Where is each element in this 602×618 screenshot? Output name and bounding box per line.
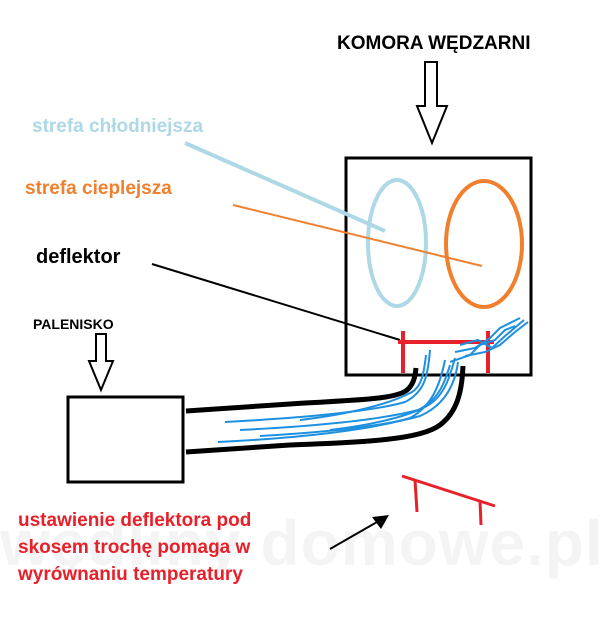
smoke-flow — [217, 317, 529, 443]
watermark: wędliny domowe.pl — [0, 507, 602, 579]
slanted-deflector — [401, 474, 496, 526]
warm-pointer-line — [232, 204, 483, 267]
warm-zone-ellipse — [444, 179, 524, 309]
note-arrow-head — [372, 515, 389, 529]
cool-zone-ellipse — [366, 178, 428, 308]
firebox-box — [66, 395, 185, 484]
chamber-arrow — [415, 61, 449, 146]
flue-pipe-bottom — [185, 365, 466, 455]
cool-zone-label: strefa chłodniejsza — [32, 116, 204, 137]
flue-pipe-top — [185, 367, 419, 414]
smoking-chamber-box — [344, 156, 533, 377]
deflector-label: deflektor — [36, 246, 121, 268]
firebox-arrow — [87, 333, 115, 393]
deflector-note: ustawienie deflektora pod skosem trochę … — [18, 507, 251, 588]
note-line-3: wyrównaniu temperatury — [18, 564, 243, 585]
deflector-pointer-line — [151, 263, 401, 341]
cool-pointer-line — [184, 141, 386, 233]
note-line-1: ustawienie deflektora pod — [18, 510, 252, 531]
firebox-label: PALENISKO — [33, 316, 114, 332]
note-line-2: skosem trochę pomaga w — [18, 537, 251, 558]
warm-zone-label: strefa cieplejsza — [25, 178, 172, 199]
note-arrow-line — [329, 517, 385, 550]
chamber-label: KOMORA WĘDZARNI — [337, 33, 531, 54]
